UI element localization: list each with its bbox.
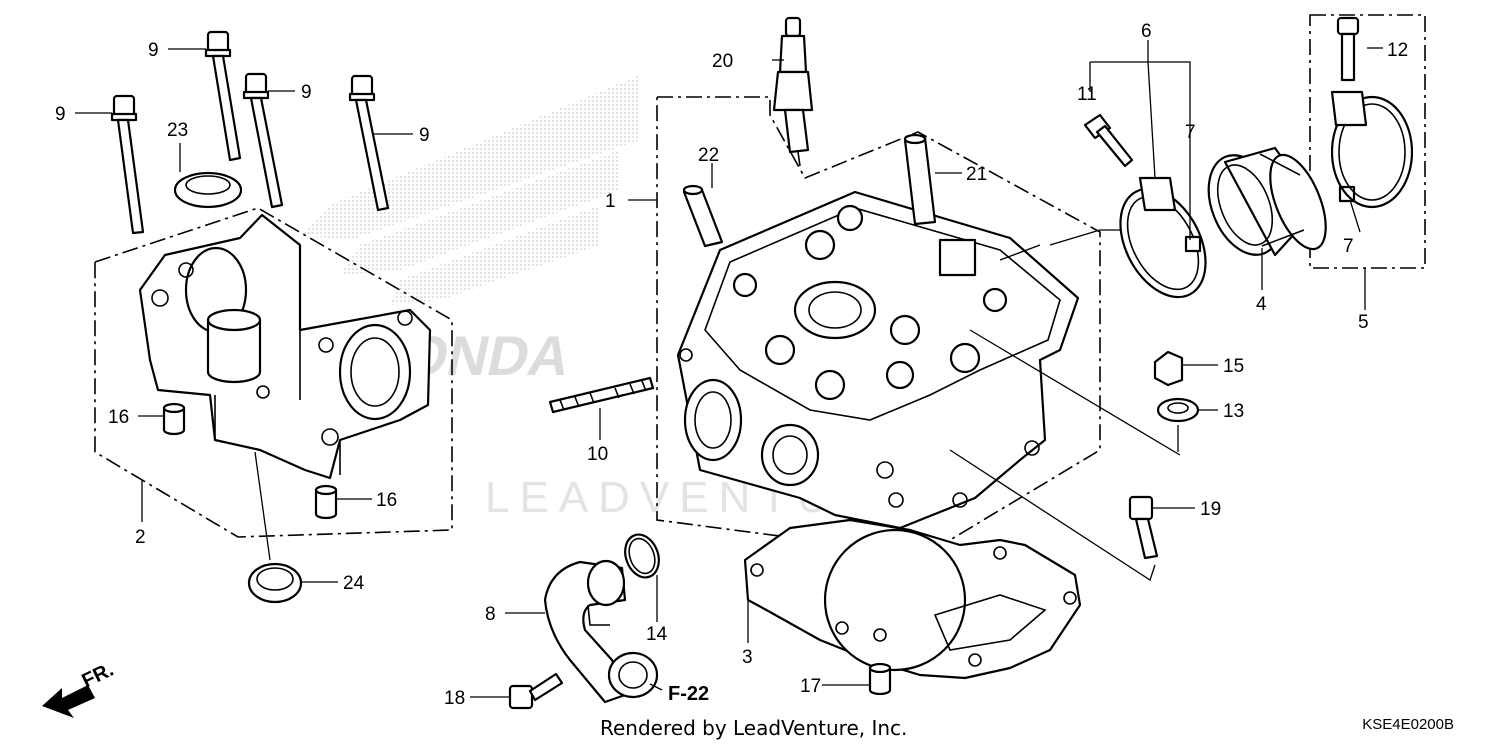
label-part-13: 13 [1223, 401, 1244, 422]
label-part-24: 24 [343, 573, 365, 594]
label-part-21: 21 [966, 164, 987, 185]
label-part-9-a: 9 [148, 40, 159, 61]
carburetor-insulator [1207, 146, 1327, 257]
head-gasket [743, 518, 1082, 680]
cylinder-head [676, 190, 1080, 530]
label-part-1: 1 [605, 191, 616, 212]
part-labels: 9 9 9 9 23 16 16 2 24 20 22 21 1 10 8 14… [55, 21, 1408, 709]
label-part-7-a: 7 [1185, 122, 1196, 143]
label-part-12: 12 [1387, 40, 1408, 61]
diagram-code: KSE4E0200B [1362, 716, 1454, 733]
label-part-6: 6 [1141, 21, 1152, 42]
leader-lines [75, 40, 1383, 698]
valve-guide-in [682, 184, 724, 248]
label-part-2: 2 [135, 527, 146, 548]
label-part-19: 19 [1200, 499, 1221, 520]
water-pipe [543, 559, 659, 704]
washer [1156, 397, 1200, 423]
label-part-5: 5 [1358, 312, 1369, 333]
label-part-3: 3 [742, 647, 753, 668]
label-part-9-c: 9 [55, 104, 66, 125]
label-part-9-b: 9 [301, 82, 312, 103]
front-direction-arrow: FR. [42, 659, 117, 718]
clamp-bolt [1083, 113, 1134, 168]
insulator-band-bolt [1336, 16, 1360, 82]
label-part-18: 18 [444, 688, 465, 709]
camshaft-holder [138, 213, 432, 480]
dowel-pins [162, 402, 892, 696]
label-part-9-d: 9 [419, 125, 430, 146]
label-part-23: 23 [167, 120, 188, 141]
label-part-15: 15 [1223, 356, 1244, 377]
reference-f22: F-22 [668, 683, 709, 705]
label-part-8: 8 [485, 604, 496, 625]
valve-guide-ex [903, 133, 937, 226]
spark-plug [772, 16, 814, 167]
label-part-14: 14 [646, 624, 668, 645]
label-part-11: 11 [1077, 84, 1097, 105]
label-part-16-a: 16 [108, 407, 129, 428]
clamp-nut [1184, 235, 1202, 253]
assembly-outlines [94, 14, 1426, 556]
footer-credit: Rendered by LeadVenture, Inc. [600, 716, 908, 740]
oil-seal [173, 171, 243, 209]
o-ring [624, 533, 660, 579]
label-part-16-b: 16 [376, 490, 397, 511]
cylinder-head-bolts [110, 30, 390, 235]
label-part-4: 4 [1256, 294, 1267, 315]
label-part-20: 20 [712, 51, 733, 72]
flange-bolt-19 [1128, 495, 1159, 560]
insulator-band [1119, 176, 1207, 299]
label-part-7-b: 7 [1343, 236, 1354, 257]
seal-ring [247, 562, 303, 604]
stud-bolt [548, 376, 655, 414]
label-part-22: 22 [698, 145, 719, 166]
cap-nut [1153, 350, 1184, 387]
insulator-band-2 [1330, 90, 1414, 209]
flange-bolt-18 [508, 672, 564, 710]
label-part-10: 10 [587, 444, 608, 465]
label-part-17: 17 [800, 676, 821, 697]
